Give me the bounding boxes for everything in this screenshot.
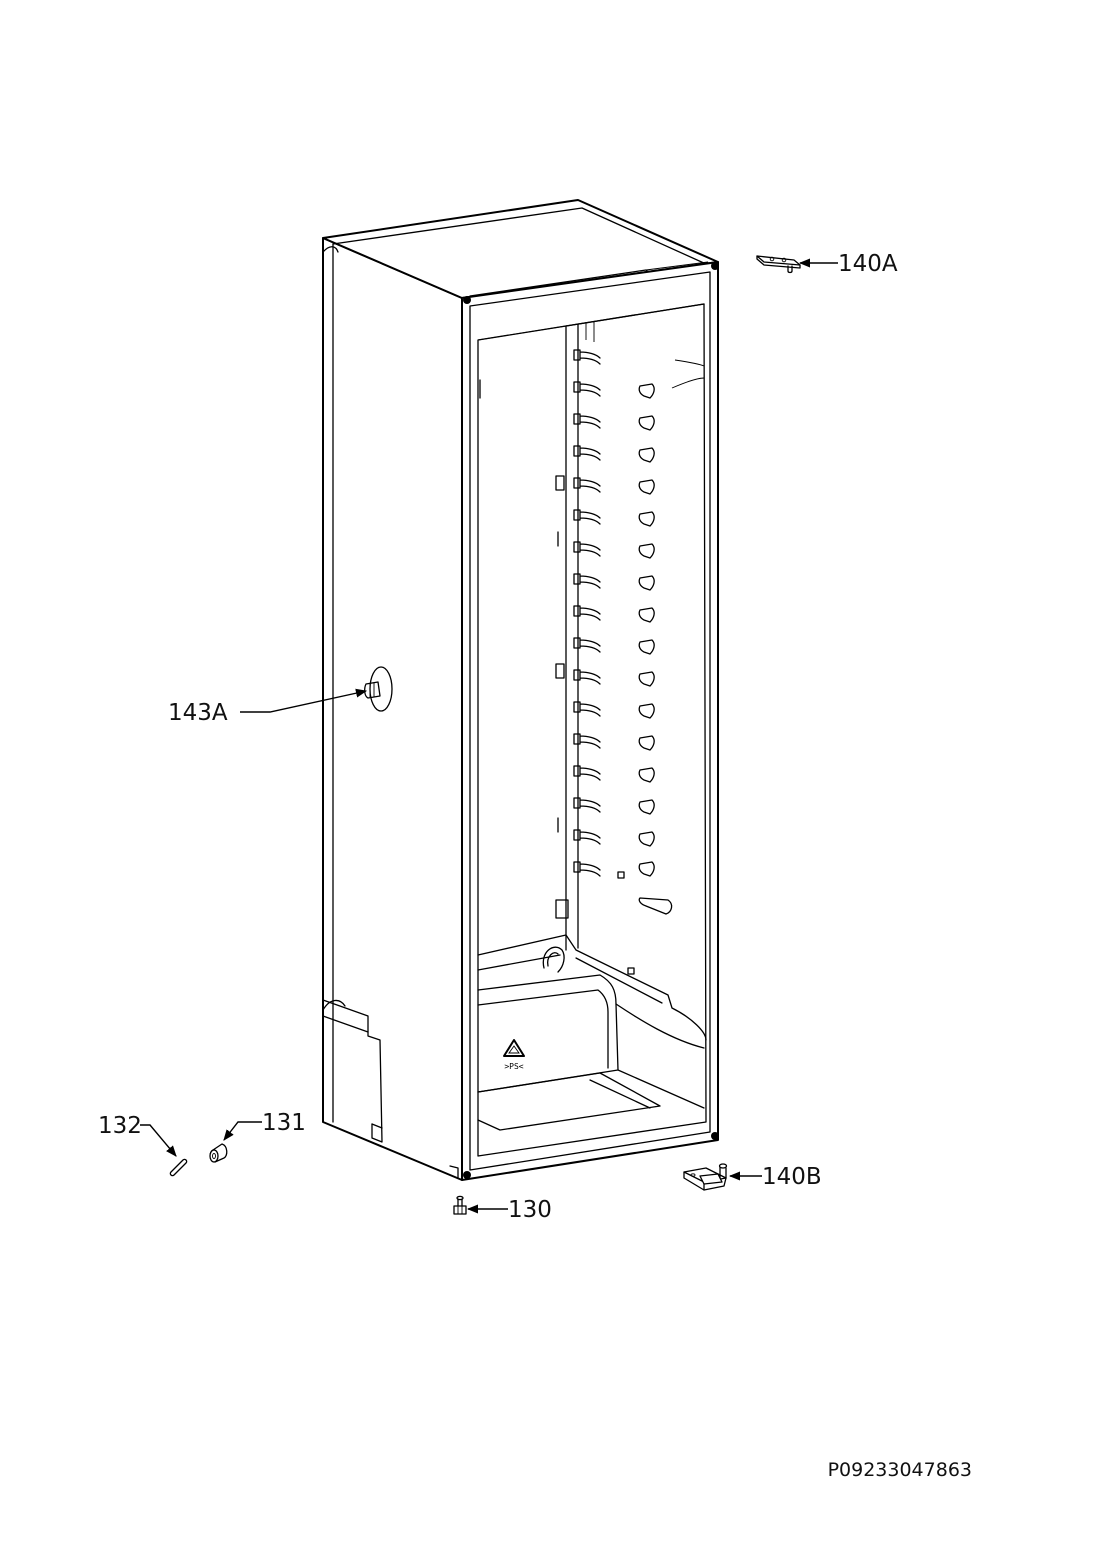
corner-screw — [711, 1132, 719, 1140]
callout-140B: 140B — [762, 1164, 822, 1190]
leader-132 — [140, 1124, 177, 1157]
part-132-pin — [169, 1158, 188, 1177]
callout-132: 132 — [98, 1113, 142, 1139]
callout-140A: 140A — [838, 251, 898, 277]
side-panel-lower-cover — [322, 999, 383, 1143]
shelf-support-bumps — [638, 383, 673, 915]
corner-screw — [463, 1171, 471, 1179]
leader-143A — [240, 688, 368, 713]
cabinet: >PS< — [322, 199, 719, 1181]
part-131-bushing — [209, 1143, 228, 1163]
recycling-material-code: >PS< — [504, 1062, 523, 1071]
leader-131 — [223, 1121, 262, 1141]
shelf-support-rail — [573, 349, 601, 877]
part-140B-bottom-hinge — [683, 1163, 728, 1191]
floor-tray — [477, 1072, 661, 1131]
corner-screw — [463, 296, 471, 304]
drain-loop — [542, 946, 565, 973]
crisper-support — [638, 897, 673, 915]
corner-screw — [711, 262, 719, 270]
cabinet-front-frame — [461, 261, 719, 1181]
top-panel-inner-line — [332, 207, 707, 265]
drawing-reference-number: P09233047863 — [828, 1459, 972, 1481]
part-130-foot — [453, 1195, 467, 1215]
part-143A-knob — [364, 666, 393, 712]
callout-130: 130 — [508, 1197, 552, 1223]
cabinet-side-panel — [322, 237, 463, 1181]
liner-floor — [477, 934, 707, 1041]
callout-131: 131 — [262, 1110, 306, 1136]
callout-143A: 143A — [168, 700, 228, 726]
part-140A-top-hinge — [756, 255, 801, 274]
front-frame-inner-edge — [469, 271, 711, 1171]
recycling-symbol: >PS< — [503, 1039, 525, 1071]
